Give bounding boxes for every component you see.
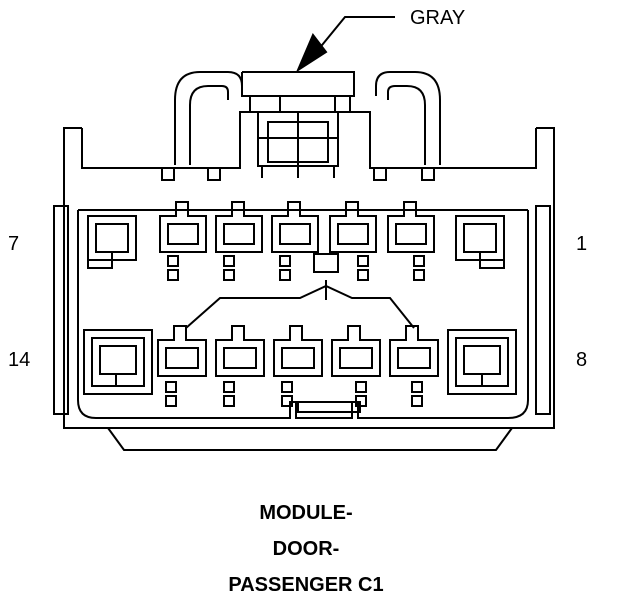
connector-title-line-1: MODULE- — [259, 502, 353, 524]
connector-housing — [53, 111, 555, 451]
callout-leader — [295, 16, 395, 73]
connector-latch — [174, 71, 441, 178]
connector-title-line-3: PASSENGER C1 — [228, 574, 384, 596]
pin-label-7: 7 — [8, 233, 20, 255]
connector-title-line-2: DOOR- — [272, 538, 340, 560]
row-separator — [185, 280, 415, 329]
wire-color-callout: GRAY — [410, 7, 466, 29]
bottom-row-terminals — [83, 325, 517, 413]
pin-label-1: 1 — [576, 233, 588, 255]
pin-label-8: 8 — [576, 349, 588, 371]
top-row-terminals — [87, 201, 505, 281]
pin-label-14: 14 — [8, 349, 31, 371]
